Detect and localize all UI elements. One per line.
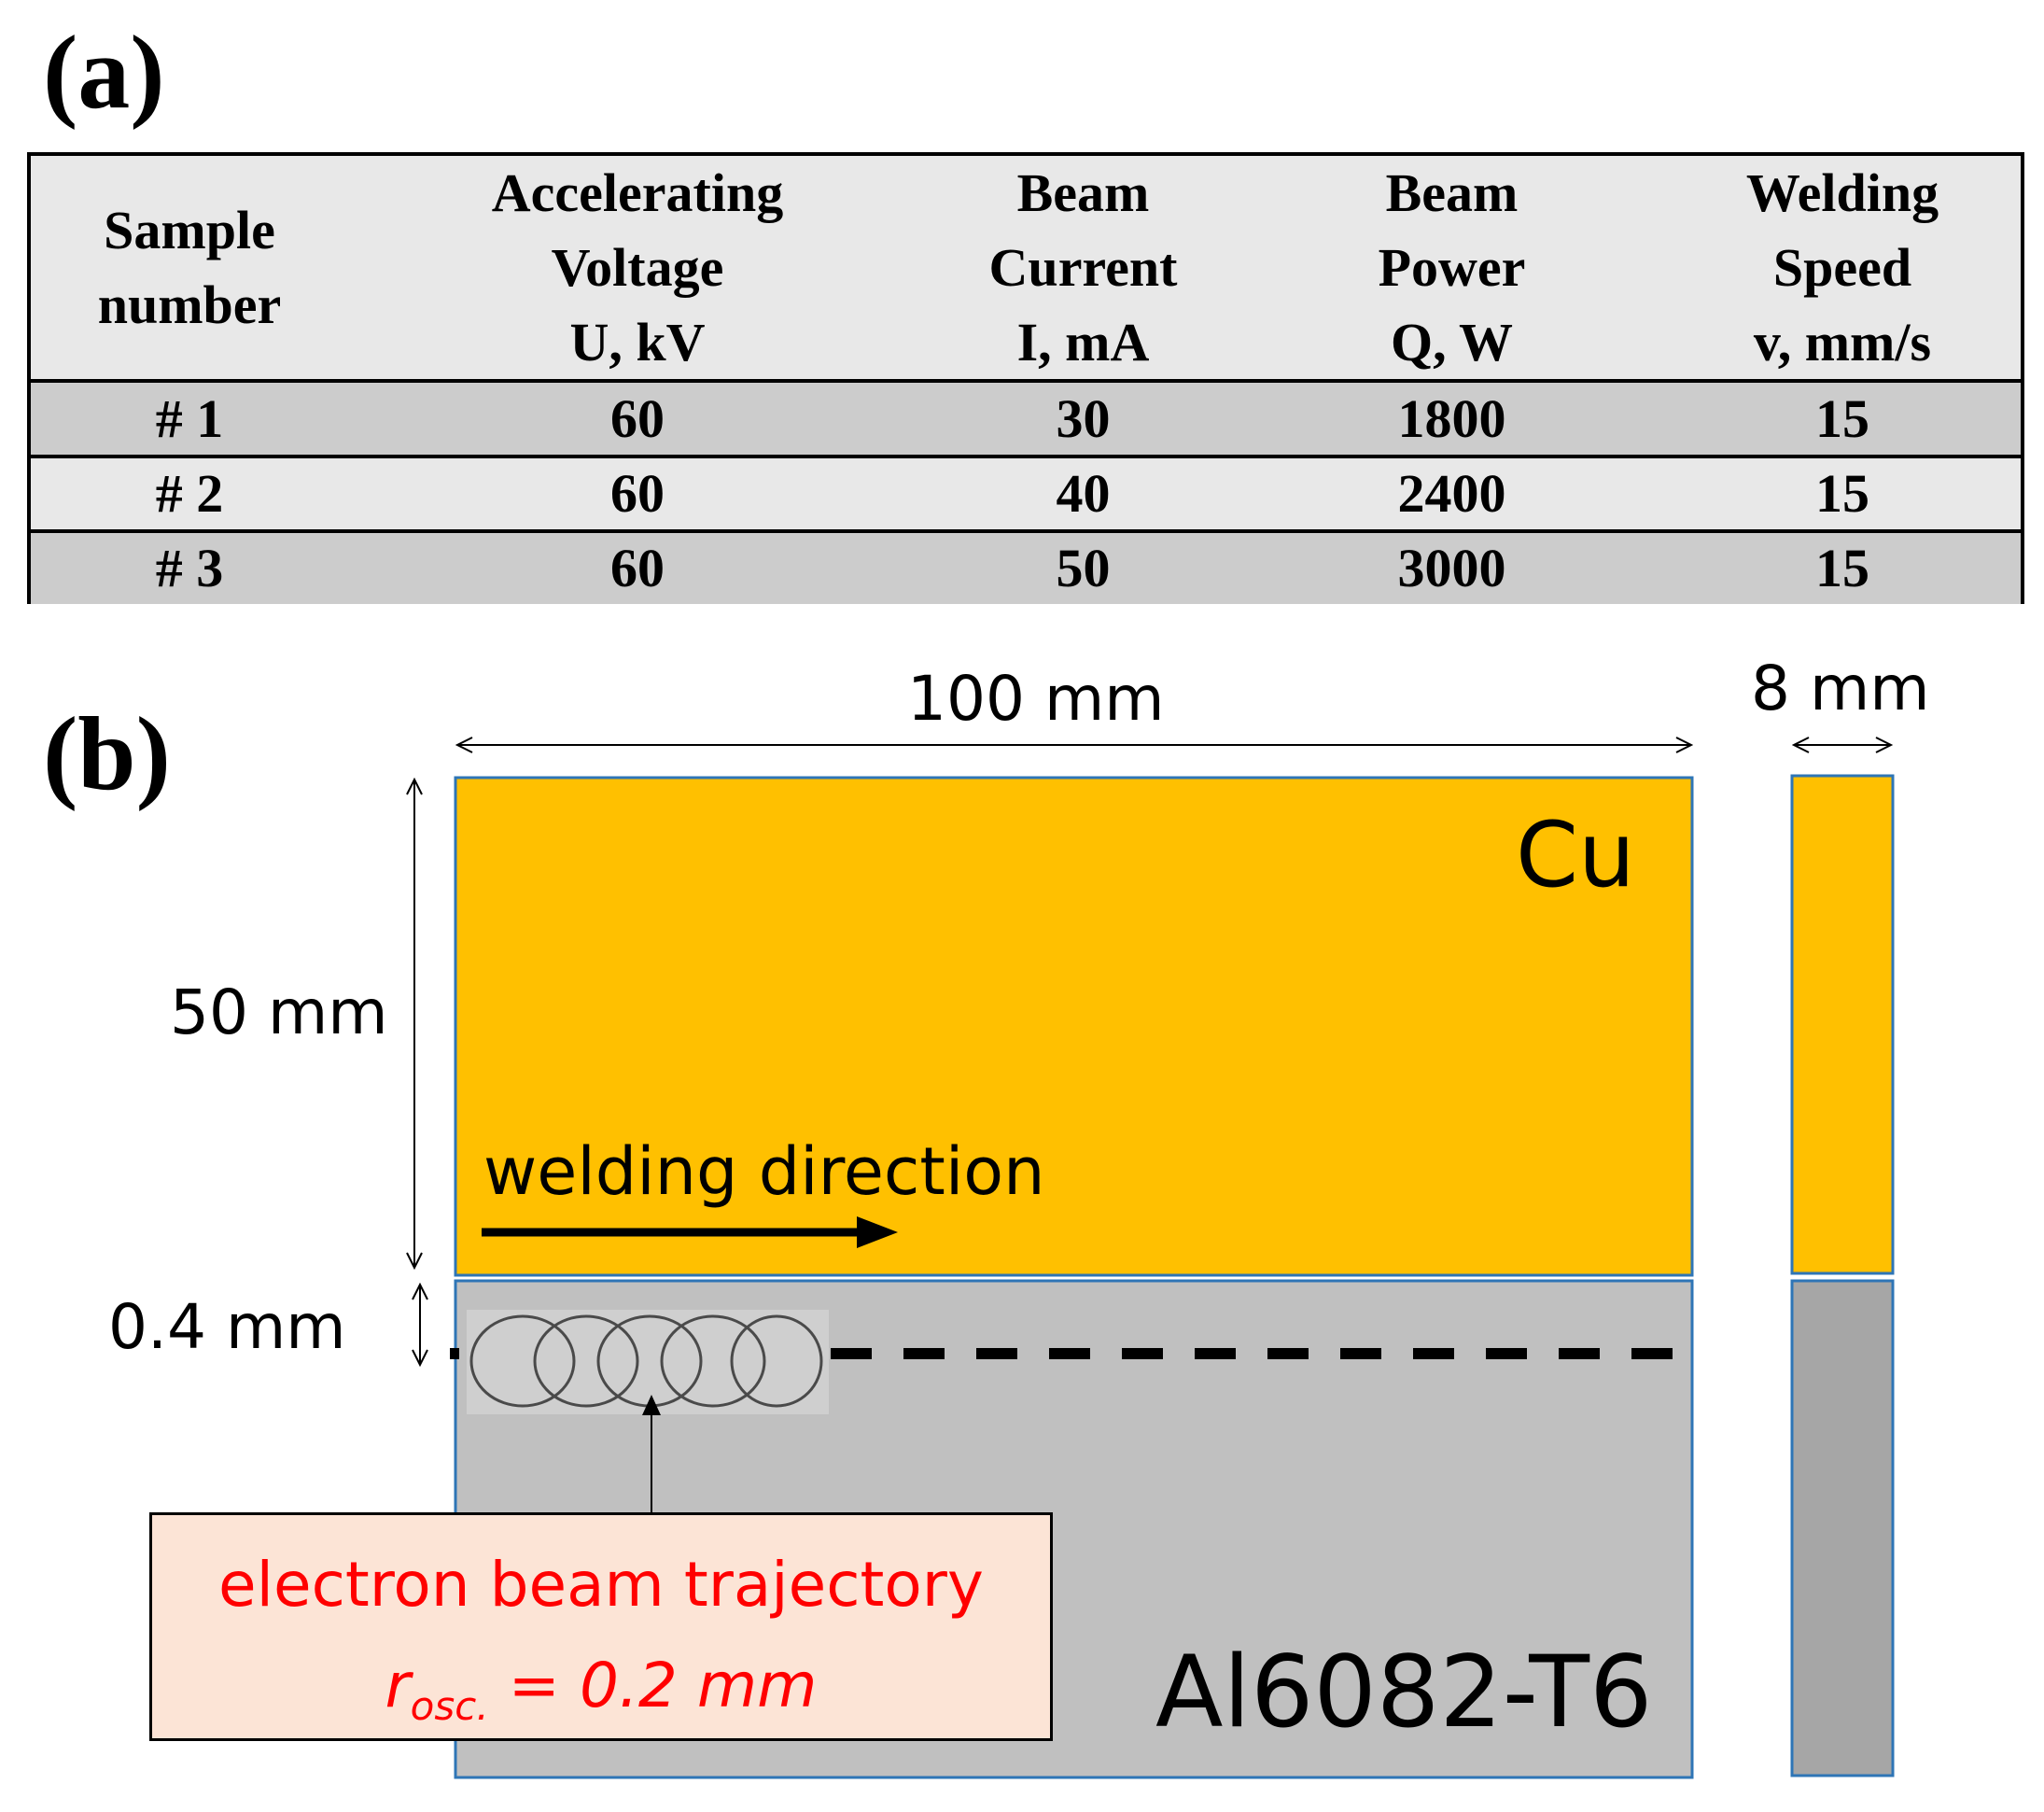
header-text: Welding	[1745, 162, 1939, 223]
table-cell: 2400	[1397, 463, 1506, 524]
header-text: Power	[1378, 236, 1526, 298]
header-text: Speed	[1772, 236, 1912, 298]
table-cell: 3000	[1397, 538, 1506, 598]
weld-path-start-dot	[450, 1348, 459, 1359]
callout-title: electron beam trajectory	[218, 1549, 984, 1621]
table-cell: 15	[1815, 387, 1869, 449]
thickness-label: 8 mm	[1751, 653, 1930, 724]
table-cell: # 3	[155, 538, 224, 598]
panel-label-a: (a)	[43, 15, 165, 131]
table-cell: 15	[1815, 538, 1869, 598]
radius-value: = 0.2 mm	[488, 1650, 818, 1721]
table-cell: 60	[610, 538, 665, 598]
height-label: 50 mm	[170, 976, 388, 1048]
top-material-label: Cu	[1516, 803, 1635, 907]
oscillation-loop	[533, 1314, 639, 1408]
oscillation-loop	[730, 1314, 823, 1408]
header-text: Current	[988, 236, 1178, 298]
header-text: Voltage	[551, 236, 724, 298]
table-cell: 60	[610, 387, 665, 449]
table-row: # 3 60 50 3000 15	[31, 533, 2021, 604]
welding-direction-arrowhead	[857, 1216, 898, 1248]
aluminum-side-view	[1790, 1279, 1895, 1777]
header-text: Q, W	[1390, 311, 1514, 372]
width-label: 100 mm	[907, 663, 1165, 735]
copper-plate	[454, 776, 1694, 1277]
table-cell: 50	[1056, 538, 1111, 598]
header-text: Accelerating	[491, 162, 784, 223]
gap-label: 0.4 mm	[108, 1291, 346, 1363]
table-cell: 60	[610, 463, 665, 524]
copper-side-view	[1790, 774, 1895, 1275]
table-cell: 30	[1056, 387, 1111, 449]
bottom-material-label: Al6082-T6	[1155, 1635, 1653, 1749]
header-text: Beam	[1016, 162, 1150, 223]
table-cell: 40	[1056, 463, 1111, 524]
table-cell: 15	[1815, 463, 1869, 524]
radius-symbol: r	[385, 1650, 411, 1721]
trajectory-callout: electron beam trajectory rosc. = 0.2 mm	[149, 1512, 1053, 1741]
header-text: U, kV	[569, 311, 706, 372]
table-cell: # 1	[155, 387, 224, 449]
welding-direction-label: welding direction	[483, 1133, 1045, 1210]
callout-radius: rosc. = 0.2 mm	[152, 1655, 1050, 1726]
table-row: # 2 60 40 2400 15	[31, 458, 2021, 533]
trajectory-patch	[467, 1310, 829, 1414]
table-row: # 1 60 30 1800 15	[31, 383, 2021, 458]
header-sample-number: Sample number	[31, 156, 348, 379]
header-text: I, mA	[1016, 311, 1150, 372]
table-cell: 1800	[1397, 387, 1506, 449]
callout-pointer-head	[642, 1395, 661, 1415]
header-text: v, mm/s	[1753, 311, 1932, 372]
header-text: number	[97, 274, 282, 335]
header-text: Sample	[104, 199, 275, 260]
oscillation-loop	[469, 1314, 576, 1408]
oscillation-loop	[660, 1314, 766, 1408]
table-cell: # 2	[155, 463, 224, 524]
panel-label-b: (b)	[43, 696, 171, 812]
radius-subscript: osc.	[410, 1683, 489, 1729]
header-text: Beam	[1385, 162, 1519, 223]
